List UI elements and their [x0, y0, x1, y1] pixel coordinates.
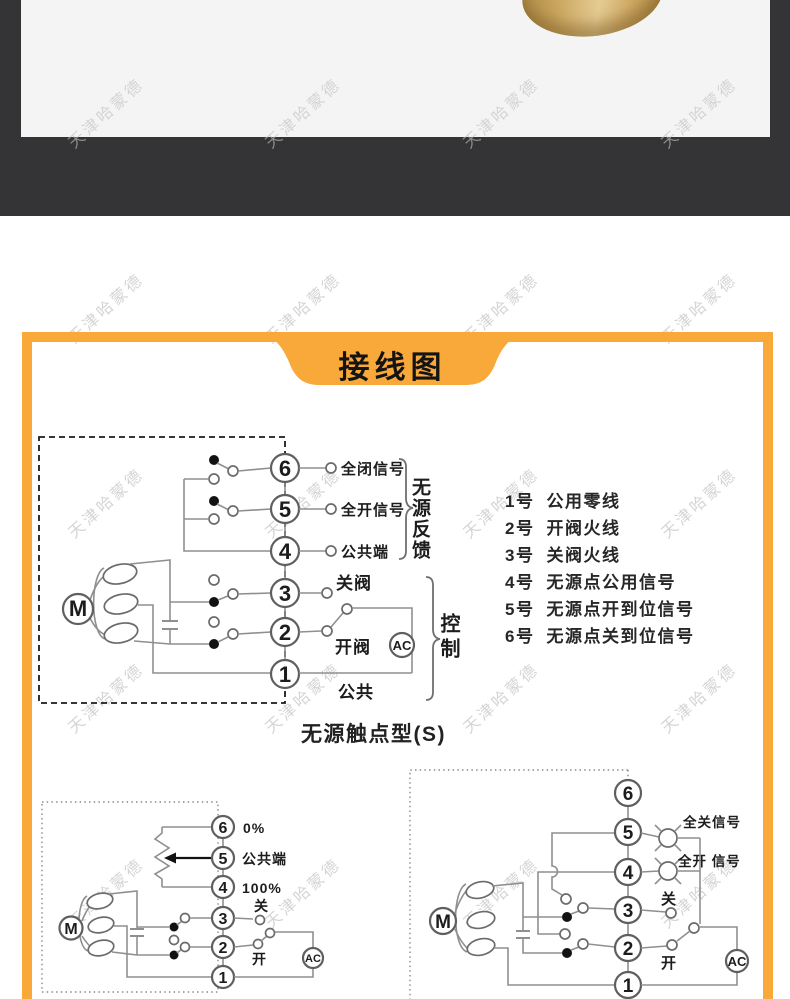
label-common-terminal: 公共端 — [341, 543, 389, 561]
label-common: 公共 — [338, 683, 374, 702]
terminal-notes-list: 1号 公用零线 2号 开阀火线 3号 关阀火线 4号 无源点公用信号 5号 无源… — [505, 486, 694, 648]
terminal-column: 6 5 4 3 2 1 — [269, 452, 301, 690]
ac-power-label: AC — [728, 954, 747, 969]
ac-power-label: AC — [305, 953, 321, 965]
note-text: 关阀火线 — [546, 546, 621, 565]
diagram-caption: 无源触点型(S) — [301, 723, 446, 746]
terminal-5: 5 — [279, 497, 291, 522]
note-text: 开阀火线 — [546, 519, 621, 538]
terminal-column: 6 5 4 3 2 1 — [613, 778, 643, 999]
terminal-2: 2 — [219, 940, 228, 957]
label-common-terminal: 公共端 — [242, 851, 287, 867]
panel-title: 接线图 — [338, 350, 447, 385]
note-text: 无源点关到位信号 — [546, 627, 695, 646]
terminal-3: 3 — [219, 911, 228, 928]
terminal-1: 1 — [623, 976, 634, 997]
note-row: 5号 无源点开到位信号 — [505, 594, 694, 621]
label-open: 开 — [661, 955, 677, 972]
terminal-4: 4 — [279, 539, 292, 564]
control-side: 关 开 AC — [640, 890, 750, 986]
label-open-valve: 开阀 — [335, 637, 371, 657]
note-number: 5号 — [505, 600, 535, 619]
ac-power-label: AC — [393, 638, 412, 653]
feedback-side: 全闭信号 全开信号 公共端 — [299, 458, 414, 561]
terminal-2: 2 — [279, 620, 291, 645]
note-row: 4号 无源点公用信号 — [505, 567, 694, 594]
note-text: 无源点开到位信号 — [546, 600, 695, 619]
note-row: 3号 关阀火线 — [505, 540, 694, 567]
main-wiring-diagram: M — [38, 436, 441, 704]
control-side: 关阀 AC 开阀 公共 — [298, 573, 441, 702]
brass-valve-photo-fragment — [517, 0, 668, 45]
terminal-6: 6 — [219, 820, 228, 837]
terminal-6: 6 — [623, 784, 634, 805]
dotted-enclosure — [41, 801, 219, 993]
left-switch-contacts — [168, 912, 212, 960]
lamp-feedback-wiring-diagram: M 6 — [409, 769, 750, 999]
label-full-close-signal: 全关信号 — [682, 814, 741, 830]
potentiometer-wiring-diagram: M — [41, 801, 325, 993]
terminal-4: 4 — [623, 863, 634, 884]
left-switch-contacts — [537, 832, 616, 958]
dashed-enclosure — [38, 436, 286, 704]
label-full-open-signal: 全开 信号 — [677, 853, 741, 869]
label-close: 关 — [254, 898, 269, 914]
motor-assembly: M — [428, 880, 615, 986]
label-passive-feedback-group: 无源反馈 — [409, 477, 430, 561]
label-control-group: 控制 — [437, 613, 459, 663]
title-banner-shape — [255, 332, 530, 385]
label-full-open-signal: 全开信号 — [340, 501, 405, 519]
note-number: 2号 — [505, 519, 535, 538]
note-row: 1号 公用零线 — [505, 486, 694, 513]
terminal-5: 5 — [219, 851, 228, 868]
potentiometer — [153, 826, 212, 888]
note-number: 4号 — [505, 573, 535, 592]
label-100-percent: 100% — [242, 880, 282, 896]
terminal-6: 6 — [279, 456, 291, 481]
label-close-valve: 关阀 — [336, 573, 372, 593]
terminal-column: 6 5 4 3 2 1 — [210, 814, 236, 990]
label-close: 关 — [661, 890, 677, 908]
note-number: 1号 — [505, 492, 535, 511]
lamp-signals: 全关信号 全开 信号 — [640, 814, 741, 924]
terminal-2: 2 — [623, 939, 634, 960]
label-full-close-signal: 全闭信号 — [340, 460, 405, 478]
motor-label: M — [435, 912, 451, 933]
terminal-3: 3 — [279, 581, 291, 606]
motor-assembly: M — [61, 559, 271, 674]
terminal-3: 3 — [623, 901, 634, 922]
dotted-enclosure — [409, 769, 628, 999]
note-number: 6号 — [505, 627, 535, 646]
motor-label: M — [64, 921, 77, 938]
terminal-5: 5 — [623, 823, 634, 844]
terminal-1: 1 — [279, 662, 291, 687]
right-side: 0% 公共端 100% 关 AC 开 — [233, 820, 325, 978]
terminal-1: 1 — [219, 970, 228, 987]
note-row: 2号 开阀火线 — [505, 513, 694, 540]
product-photo-panel — [21, 0, 770, 137]
terminal-4: 4 — [219, 880, 228, 897]
wiper-arrow — [164, 852, 176, 864]
motor-assembly: M — [58, 890, 212, 978]
left-switch-contacts — [183, 455, 272, 649]
label-0-percent: 0% — [243, 820, 265, 836]
note-row: 6号 无源点关到位信号 — [505, 621, 694, 648]
motor-label: M — [69, 596, 87, 621]
note-text: 无源点公用信号 — [546, 573, 676, 592]
note-number: 3号 — [505, 546, 535, 565]
note-text: 公用零线 — [546, 492, 621, 511]
label-open: 开 — [252, 951, 267, 967]
